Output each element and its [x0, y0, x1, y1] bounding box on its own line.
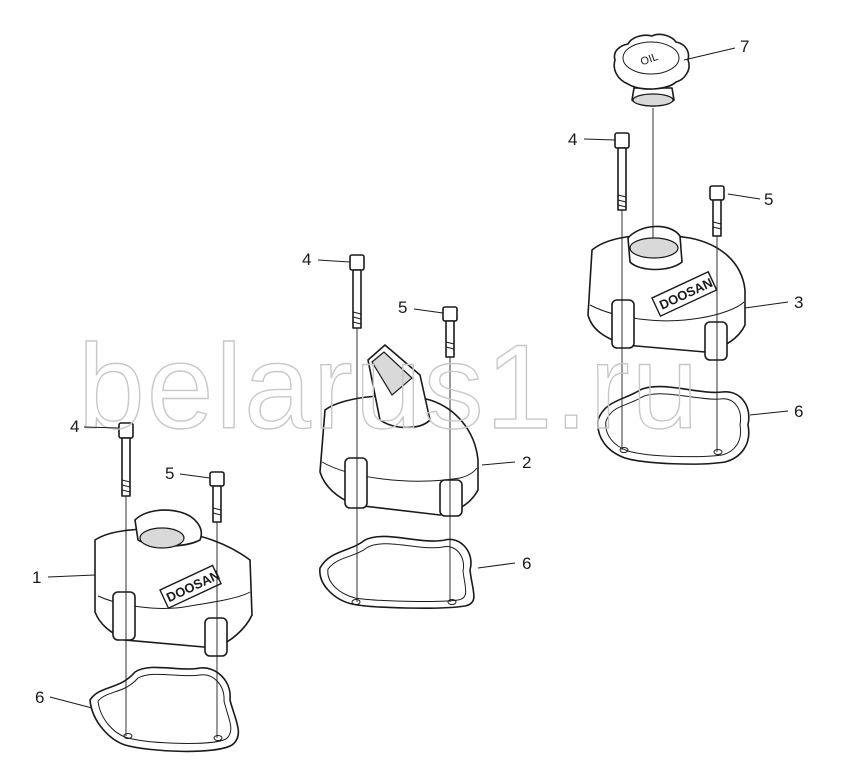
callout-5-left: 5	[165, 464, 174, 483]
callout-6-middle: 6	[522, 554, 531, 573]
callout-4-left: 4	[70, 417, 79, 436]
assembly-1: DOOSAN	[89, 422, 253, 753]
gasket-6-right	[597, 385, 750, 465]
bolt-5-left	[209, 471, 225, 523]
callout-4-right: 4	[568, 130, 577, 149]
callout-labels: 1 2 3 4 4 4 5 5 5 6 6 6 7	[32, 37, 803, 707]
leader-lines	[47, 47, 789, 709]
callout-3: 3	[794, 293, 803, 312]
watermark: belarus1.ru	[78, 320, 700, 454]
gasket-6-left	[89, 666, 240, 753]
gasket-6-middle	[319, 535, 475, 609]
bolt-4-middle	[349, 254, 365, 329]
callout-7: 7	[740, 37, 749, 56]
assembly-3: DOOSAN OIL	[587, 33, 750, 465]
callout-6-left: 6	[35, 688, 44, 707]
oil-filler-cap-7: OIL	[613, 33, 690, 107]
bolt-4-right	[614, 132, 630, 211]
oil-cap-text: OIL	[639, 51, 660, 68]
callout-2: 2	[522, 453, 531, 472]
callout-4-middle: 4	[302, 250, 311, 269]
callout-6-right: 6	[794, 402, 803, 421]
callout-5-middle: 5	[398, 298, 407, 317]
bolt-4-left	[118, 422, 134, 497]
bolt-5-middle	[442, 306, 458, 358]
bolt-5-right	[709, 185, 725, 237]
callout-1: 1	[32, 568, 41, 587]
assembly-2	[319, 254, 479, 609]
callout-5-right: 5	[764, 190, 773, 209]
